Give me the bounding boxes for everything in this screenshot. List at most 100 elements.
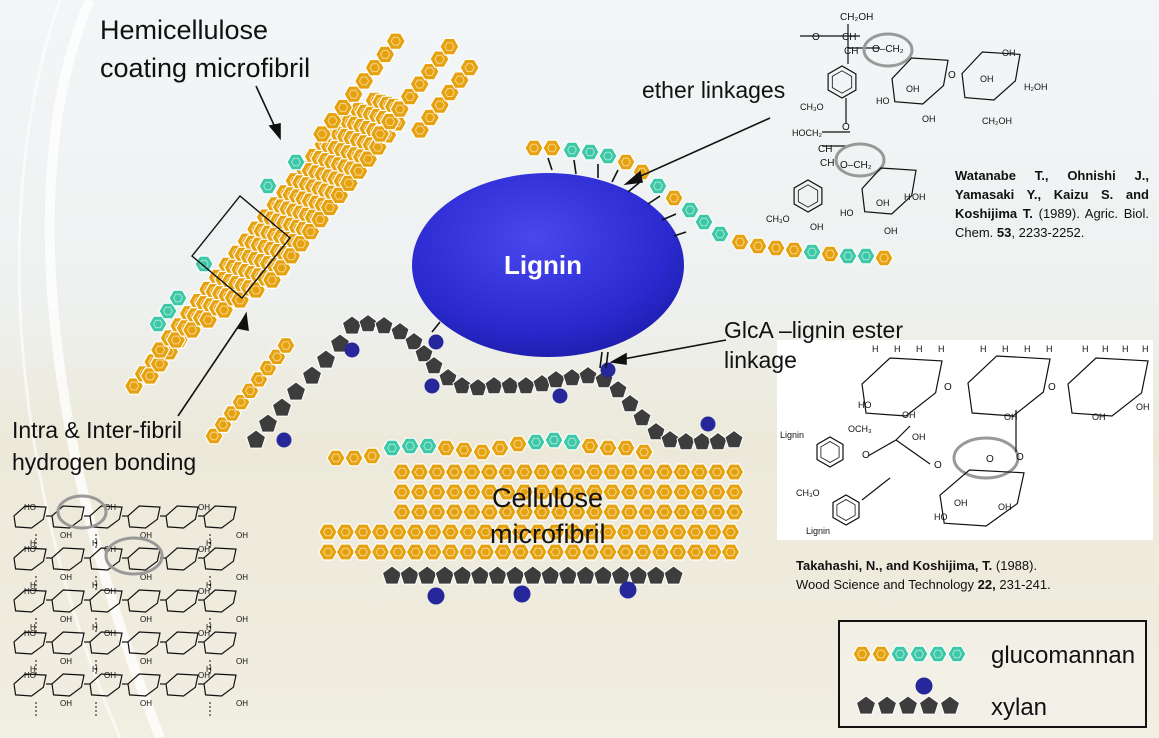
mannose-unit [584, 503, 605, 521]
unit-highlight [589, 467, 600, 477]
unit-highlight [414, 487, 425, 497]
mannose-unit [409, 503, 430, 521]
glca-side-group [600, 362, 616, 378]
glucose-unit [802, 243, 822, 261]
background-curve [44, 0, 165, 738]
cellulose-ring [89, 547, 123, 571]
mannose-unit [619, 503, 640, 521]
xylose-unit [522, 565, 543, 585]
cellulose-ring [51, 547, 85, 571]
chem-label: OH [236, 699, 248, 708]
unit-highlight [153, 319, 163, 329]
highlight-oval [834, 142, 886, 178]
unit-highlight [349, 453, 359, 463]
unit-highlight [673, 547, 683, 557]
xylose-unit [557, 565, 579, 585]
chem-label: OH [60, 699, 72, 708]
mannose-unit [276, 337, 296, 354]
chem-label: CH₃O [800, 102, 824, 112]
legend-glucomannan-label: glucomannan [991, 642, 1136, 669]
unit-highlight [550, 527, 561, 537]
cellulose-ring [127, 547, 161, 571]
chem-label: H [30, 581, 36, 590]
sugar-ring [967, 355, 1051, 417]
mannose-unit [549, 503, 570, 521]
unit-highlight [669, 193, 679, 203]
unit-highlight [585, 527, 596, 537]
mannose-unit [563, 523, 583, 541]
unit-highlight [715, 229, 725, 239]
glca-side-group [513, 585, 531, 603]
chem-label: OH [922, 114, 936, 124]
mannose-unit [497, 503, 517, 521]
xylose-unit [562, 367, 582, 387]
unit-highlight [572, 487, 582, 497]
unit-highlight [515, 527, 526, 537]
mannose-unit [436, 439, 456, 457]
mannose-unit [619, 463, 640, 481]
mannose-unit [766, 239, 786, 257]
cellulose-ring [127, 631, 161, 655]
mannose-unit [563, 543, 583, 561]
unit-highlight [603, 547, 613, 557]
mannose-unit [427, 483, 447, 501]
xylose-unit [434, 565, 455, 585]
unit-highlight [694, 507, 705, 517]
unit-highlight [502, 487, 512, 497]
unit-highlight [725, 547, 736, 557]
unit-highlight [480, 527, 491, 537]
unit-highlight [236, 397, 246, 407]
unit-highlight [484, 507, 495, 517]
unit-highlight [638, 547, 648, 557]
unit-highlight [375, 527, 386, 537]
mannose-unit [493, 523, 513, 541]
unit-highlight [554, 507, 565, 517]
hemicellulose-label-line2: coating microfibril [100, 53, 311, 83]
mannose-unit [871, 645, 891, 663]
chem-label: OH [902, 410, 916, 420]
mannose-unit [462, 483, 482, 501]
mannose-unit [598, 523, 618, 541]
xylose-unit [608, 379, 628, 399]
unit-highlight [607, 507, 617, 517]
unit-highlight [286, 251, 297, 261]
mannose-unit [532, 463, 552, 481]
mannose-unit [545, 523, 566, 541]
legend: glucomannan xylan [838, 620, 1147, 728]
cellulose-ring [203, 547, 237, 571]
xylose-unit [399, 565, 420, 585]
chem-label: O [862, 450, 870, 461]
unit-highlight [480, 547, 491, 557]
unit-highlight [263, 181, 273, 191]
xylose-unit [505, 565, 526, 585]
glucose-unit [544, 431, 564, 449]
mannose-unit [475, 543, 496, 561]
unit-highlight [154, 345, 166, 355]
unit-highlight [585, 547, 596, 557]
chem-label: O–CH₂ [840, 160, 872, 171]
unit-highlight [380, 50, 391, 59]
unit-highlight [334, 190, 345, 200]
glucose-unit [400, 437, 420, 455]
hemicellulose-label-line1: Hemicellulose [100, 15, 269, 45]
chem-label: OH [140, 615, 152, 624]
glucose-unit [648, 177, 668, 195]
unit-highlight [414, 125, 426, 135]
linkage-lines [431, 157, 687, 369]
mannose-unit [409, 483, 430, 501]
unit-highlight [554, 467, 565, 477]
unit-highlight [624, 467, 635, 477]
xylose-unit [610, 565, 631, 585]
mannose-unit [637, 503, 657, 521]
chem-label: OH [104, 629, 116, 638]
mannose-unit [344, 449, 364, 467]
unit-highlight [515, 547, 526, 557]
unit-highlight [209, 431, 219, 441]
unit-highlight [281, 341, 291, 350]
xylose-unit [424, 355, 444, 375]
unit-highlight [362, 154, 374, 164]
unit-highlight [638, 527, 648, 537]
unit-highlight [305, 227, 316, 237]
xylose-unit [271, 397, 293, 417]
